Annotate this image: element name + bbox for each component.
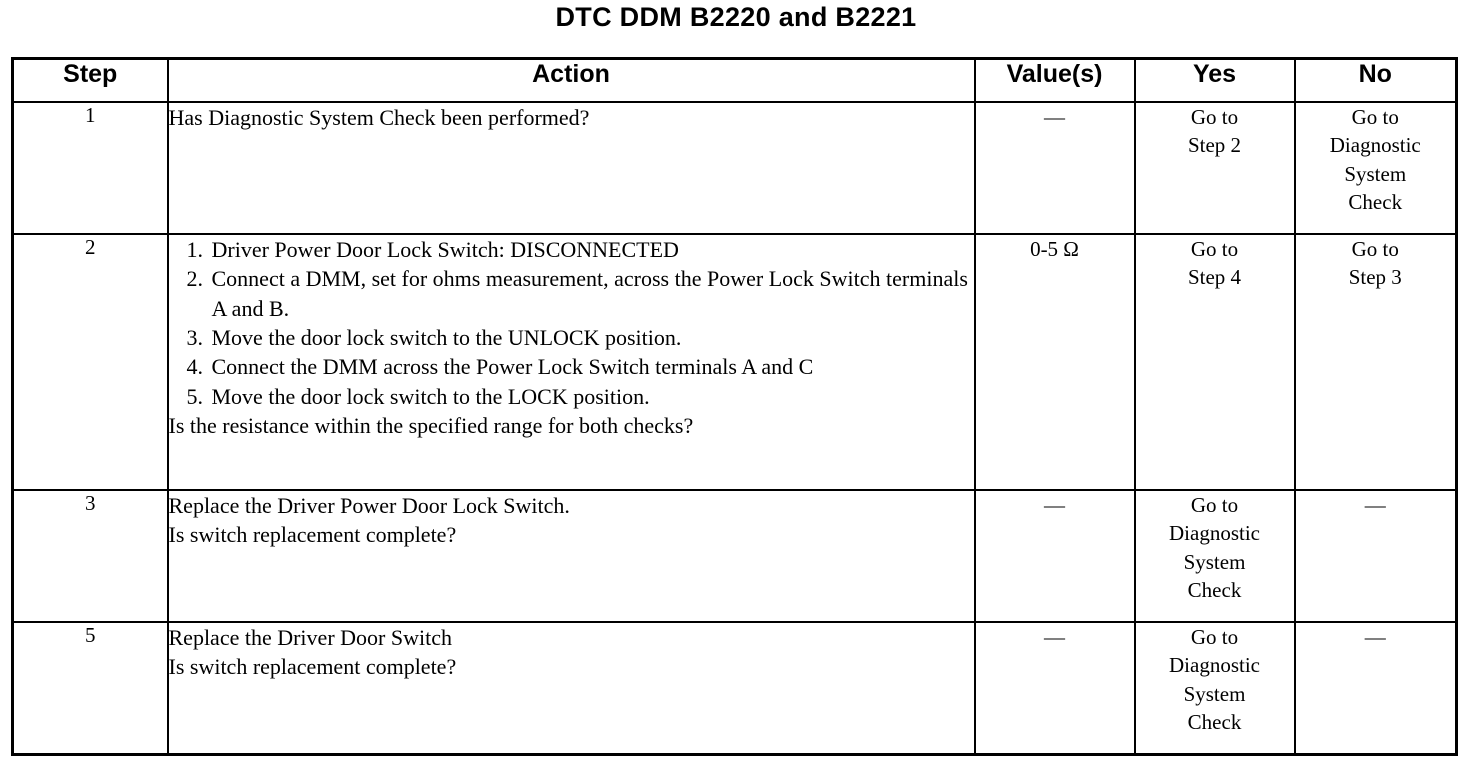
yes-line: System	[1183, 681, 1246, 706]
table-body: 1 Has Diagnostic System Check been perfo…	[11, 101, 1458, 756]
column-header-yes: Yes	[1133, 57, 1296, 103]
value-text: —	[1044, 625, 1065, 649]
yes-line: Go to	[1190, 105, 1239, 129]
value-text: —	[1044, 493, 1065, 517]
no-line: Check	[1348, 190, 1403, 215]
cell-no: Go to Step 3	[1293, 233, 1458, 491]
cell-value: —	[973, 489, 1136, 623]
cell-step: 5	[11, 621, 169, 756]
column-header-action: Action	[166, 57, 976, 103]
yes-line: Go to	[1190, 625, 1239, 649]
yes-line: Go to	[1190, 493, 1239, 517]
action-question: Is the resistance within the specified r…	[168, 413, 694, 439]
action-step-number: 1.	[186, 237, 204, 262]
action-text: Replace the Driver Door Switch Is switch…	[168, 625, 457, 680]
action-step-item: 1. Driver Power Door Lock Switch: DISCON…	[169, 235, 974, 264]
column-header-step: Step	[11, 57, 169, 103]
action-step-item: 2. Connect a DMM, set for ohms measureme…	[169, 264, 974, 323]
action-step-number: 4.	[186, 354, 204, 380]
column-header-value: Value(s)	[973, 57, 1136, 103]
cell-value: 0-5 Ω	[973, 233, 1136, 491]
cell-no: —	[1293, 621, 1458, 756]
yes-line: System	[1183, 549, 1246, 574]
page-title: DTC DDM B2220 and B2221	[555, 2, 917, 32]
cell-value: —	[973, 621, 1136, 756]
action-step-item: 4. Connect the DMM across the Power Lock…	[169, 352, 974, 381]
cell-action: 1. Driver Power Door Lock Switch: DISCON…	[166, 233, 976, 491]
action-step-text: Connect a DMM, set for ohms measurement,…	[211, 266, 968, 321]
action-text: Replace the Driver Power Door Lock Switc…	[168, 493, 570, 548]
action-step-text: Driver Power Door Lock Switch: DISCONNEC…	[211, 237, 679, 262]
no-line: Step 3	[1348, 265, 1402, 290]
cell-yes: Go to Diagnostic System Check	[1133, 489, 1296, 623]
yes-line: Check	[1187, 578, 1242, 603]
value-text: 0-5 Ω	[1030, 237, 1079, 261]
action-step-text: Move the door lock switch to the UNLOCK …	[211, 325, 682, 351]
action-step-list: 1. Driver Power Door Lock Switch: DISCON…	[169, 235, 974, 411]
action-step-item: 3. Move the door lock switch to the UNLO…	[169, 323, 974, 352]
cell-value: —	[973, 101, 1136, 235]
no-line: System	[1344, 161, 1407, 186]
table-row: 2 1. Driver Power Door Lock Switch: DISC…	[11, 233, 1458, 491]
cell-yes: Go to Diagnostic System Check	[1133, 621, 1296, 756]
diagnostic-table: Step Action Value(s) Yes No 1 Has Diagno…	[11, 57, 1458, 756]
value-text: —	[1044, 105, 1065, 129]
table-row: 1 Has Diagnostic System Check been perfo…	[11, 101, 1458, 235]
cell-no: —	[1293, 489, 1458, 623]
no-line: Go to	[1351, 105, 1399, 129]
yes-line: Diagnostic	[1169, 653, 1260, 678]
cell-yes: Go to Step 4	[1133, 233, 1296, 491]
table-row: 5 Replace the Driver Door Switch Is swit…	[11, 621, 1458, 756]
table-header: Step Action Value(s) Yes No	[11, 57, 1458, 103]
yes-line: Step 4	[1187, 265, 1242, 290]
cell-action: Replace the Driver Power Door Lock Switc…	[166, 489, 976, 623]
yes-line: Step 2	[1187, 133, 1242, 158]
yes-line: Diagnostic	[1169, 521, 1260, 546]
table-header-row: Step Action Value(s) Yes No	[11, 57, 1458, 103]
action-step-number: 3.	[186, 325, 204, 351]
cell-action: Replace the Driver Door Switch Is switch…	[166, 621, 976, 756]
action-step-item: 5. Move the door lock switch to the LOCK…	[169, 382, 974, 411]
column-header-no: No	[1293, 57, 1458, 103]
cell-yes: Go to Step 2	[1133, 101, 1296, 235]
action-step-text: Connect the DMM across the Power Lock Sw…	[211, 354, 814, 380]
cell-step: 1	[11, 101, 169, 235]
action-step-number: 5.	[186, 383, 204, 409]
action-step-number: 2.	[186, 266, 204, 292]
yes-line: Go to	[1190, 237, 1239, 261]
no-line: Diagnostic	[1329, 133, 1421, 158]
cell-no: Go to Diagnostic System Check	[1293, 101, 1458, 235]
action-step-text: Move the door lock switch to the LOCK po…	[211, 383, 650, 409]
no-line: —	[1364, 493, 1386, 517]
cell-step: 3	[11, 489, 169, 623]
cell-action: Has Diagnostic System Check been perform…	[166, 101, 976, 235]
no-line: —	[1364, 625, 1386, 649]
action-text: Has Diagnostic System Check been perform…	[168, 105, 590, 130]
yes-line: Check	[1187, 710, 1242, 735]
no-line: Go to	[1351, 237, 1399, 261]
cell-step: 2	[11, 233, 169, 491]
table-row: 3 Replace the Driver Power Door Lock Swi…	[11, 489, 1458, 623]
